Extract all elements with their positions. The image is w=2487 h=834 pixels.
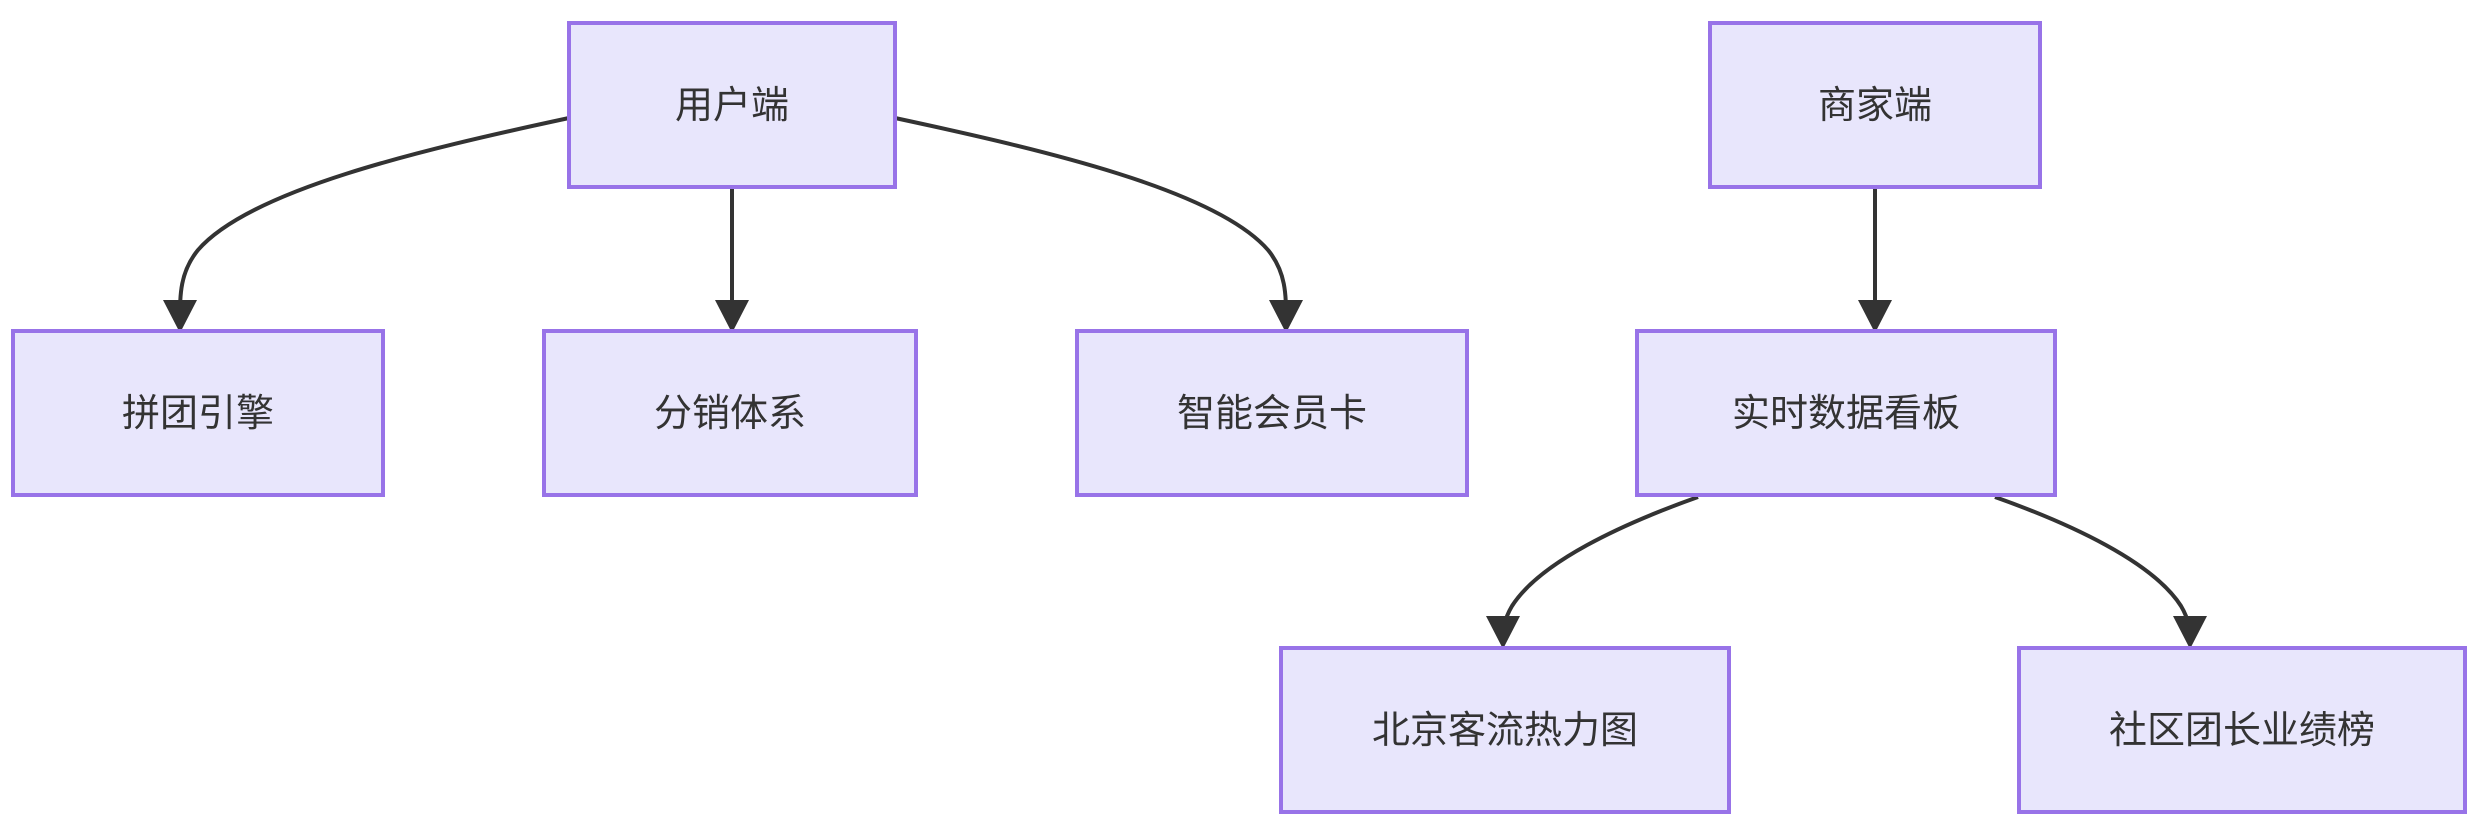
node-community-leader-ranking-box[interactable]	[2017, 646, 2467, 814]
node-beijing-traffic-heatmap-box[interactable]	[1279, 646, 1731, 814]
edge-merchant-to-dashboard	[1858, 189, 1892, 333]
node-user-client-box[interactable]	[567, 21, 897, 189]
edge-user-to-member-card	[894, 116, 1303, 333]
edge-user-to-distribution-arrowhead	[715, 300, 749, 333]
edge-dashboard-to-heatmap	[1486, 495, 1699, 649]
edge-user-to-group-buy-arrowhead	[163, 300, 197, 333]
edge-dashboard-to-heatmap-line	[1501, 495, 1699, 635]
node-realtime-dashboard-label: 实时数据看板	[1732, 393, 1960, 435]
node-smart-member-card[interactable]: 智能会员卡	[1075, 329, 1469, 497]
node-user-client[interactable]: 用户端	[567, 21, 897, 189]
node-smart-member-card-label: 智能会员卡	[1177, 393, 1367, 435]
edge-user-to-group-buy	[163, 116, 570, 333]
node-distribution-system[interactable]: 分销体系	[542, 329, 918, 497]
node-merchant-client[interactable]: 商家端	[1708, 21, 2042, 189]
node-realtime-dashboard-box[interactable]	[1635, 329, 2057, 497]
node-community-leader-ranking-label: 社区团长业绩榜	[2109, 710, 2375, 752]
node-group-buy-engine[interactable]: 拼团引擎	[11, 329, 385, 497]
node-beijing-traffic-heatmap[interactable]: 北京客流热力图	[1279, 646, 1731, 814]
node-layer: 用户端 商家端 拼团引擎 分销体系 智能会员卡 实时数据看板	[11, 21, 2467, 814]
edge-dashboard-to-ranking-line	[1994, 495, 2192, 635]
edge-layer	[163, 116, 2207, 649]
node-distribution-system-label: 分销体系	[654, 393, 806, 435]
edge-merchant-to-dashboard-arrowhead	[1858, 300, 1892, 333]
node-community-leader-ranking[interactable]: 社区团长业绩榜	[2017, 646, 2467, 814]
edge-dashboard-to-ranking	[1994, 495, 2207, 649]
edge-user-to-group-buy-line	[178, 116, 570, 319]
node-beijing-traffic-heatmap-label: 北京客流热力图	[1372, 710, 1638, 752]
node-group-buy-engine-label: 拼团引擎	[122, 393, 274, 435]
node-smart-member-card-box[interactable]	[1075, 329, 1469, 497]
edge-dashboard-to-ranking-arrowhead	[2173, 616, 2207, 649]
node-distribution-system-box[interactable]	[542, 329, 918, 497]
edge-user-to-member-card-arrowhead	[1269, 300, 1303, 333]
edge-user-to-member-card-line	[894, 116, 1288, 319]
node-group-buy-engine-box[interactable]	[11, 329, 385, 497]
edge-user-to-distribution	[715, 189, 749, 333]
node-merchant-client-box[interactable]	[1708, 21, 2042, 189]
edge-dashboard-to-heatmap-arrowhead	[1486, 616, 1520, 649]
node-merchant-client-label: 商家端	[1818, 85, 1932, 127]
node-realtime-dashboard[interactable]: 实时数据看板	[1635, 329, 2057, 497]
node-user-client-label: 用户端	[675, 85, 789, 127]
